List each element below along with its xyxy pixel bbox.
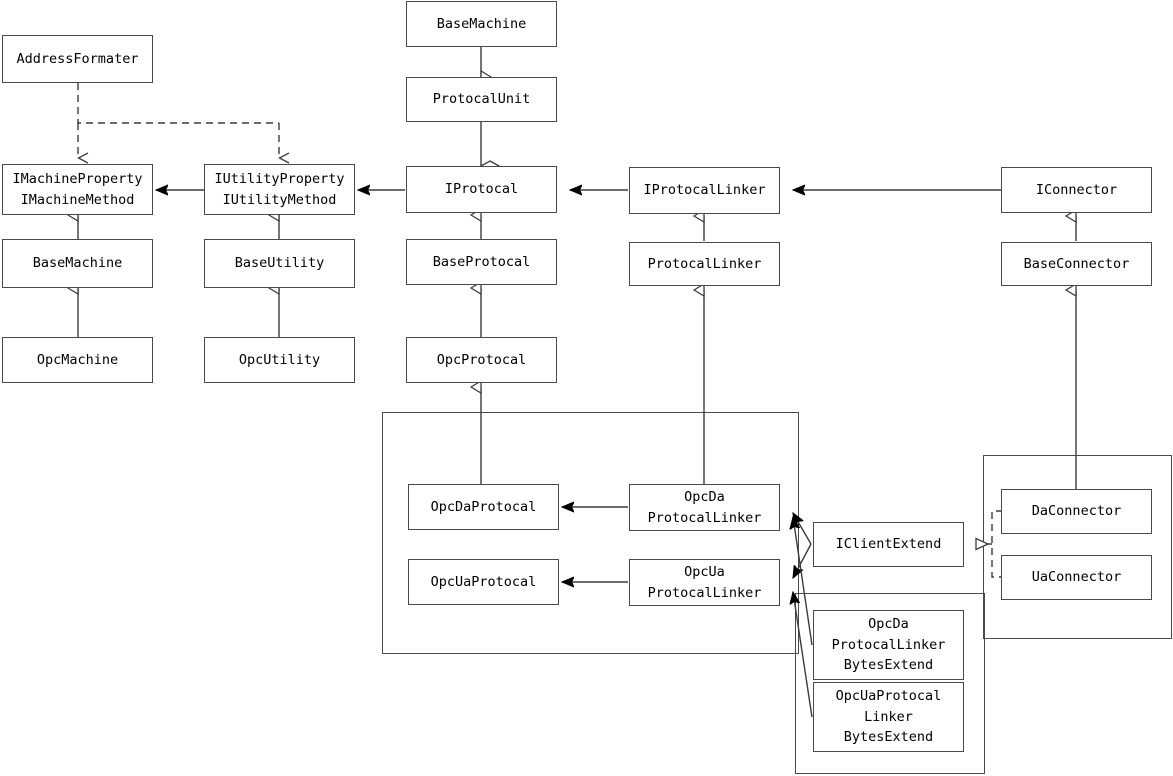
node-protocal-linker[interactable]: ProtocalLinker bbox=[629, 242, 780, 286]
node-opcda-protocal[interactable]: OpcDaProtocal bbox=[408, 484, 559, 530]
node-protocal-unit[interactable]: ProtocalUnit bbox=[406, 77, 557, 122]
node-base-machine-left[interactable]: BaseMachine bbox=[2, 239, 153, 288]
node-base-machine-top[interactable]: BaseMachine bbox=[406, 1, 557, 47]
node-base-utility[interactable]: BaseUtility bbox=[204, 239, 355, 288]
node-opc-protocal[interactable]: OpcProtocal bbox=[406, 337, 557, 383]
node-opcda-linker-bytes-extend[interactable]: OpcDa ProtocalLinker BytesExtend bbox=[813, 610, 964, 680]
node-iprotocal-linker[interactable]: IProtocalLinker bbox=[629, 167, 780, 214]
node-iclient-extend[interactable]: IClientExtend bbox=[813, 522, 964, 567]
node-opc-machine[interactable]: OpcMachine bbox=[2, 337, 153, 383]
node-iconnector[interactable]: IConnector bbox=[1001, 167, 1152, 213]
node-opcua-protocal[interactable]: OpcUaProtocal bbox=[408, 559, 559, 605]
node-iprotocal[interactable]: IProtocal bbox=[406, 166, 557, 213]
node-opcda-protocal-linker[interactable]: OpcDa ProtocalLinker bbox=[629, 484, 780, 531]
node-opcua-linker-bytes-extend[interactable]: OpcUaProtocal Linker BytesExtend bbox=[813, 682, 964, 752]
node-opcua-protocal-linker[interactable]: OpcUa ProtocalLinker bbox=[629, 559, 780, 606]
group-connector bbox=[983, 455, 1172, 639]
node-imachine-property[interactable]: IMachineProperty IMachineMethod bbox=[2, 164, 153, 215]
group-opc-protocal-linker bbox=[382, 412, 799, 654]
node-address-formater[interactable]: AddressFormater bbox=[2, 35, 153, 83]
node-base-protocal[interactable]: BaseProtocal bbox=[406, 239, 557, 285]
node-base-connector[interactable]: BaseConnector bbox=[1001, 242, 1152, 286]
node-ua-connector[interactable]: UaConnector bbox=[1001, 555, 1152, 600]
node-opc-utility[interactable]: OpcUtility bbox=[204, 337, 355, 383]
node-da-connector[interactable]: DaConnector bbox=[1001, 489, 1152, 534]
node-iutility-property[interactable]: IUtilityProperty IUtilityMethod bbox=[204, 164, 355, 215]
edge-addressformater-bus bbox=[77, 83, 279, 124]
